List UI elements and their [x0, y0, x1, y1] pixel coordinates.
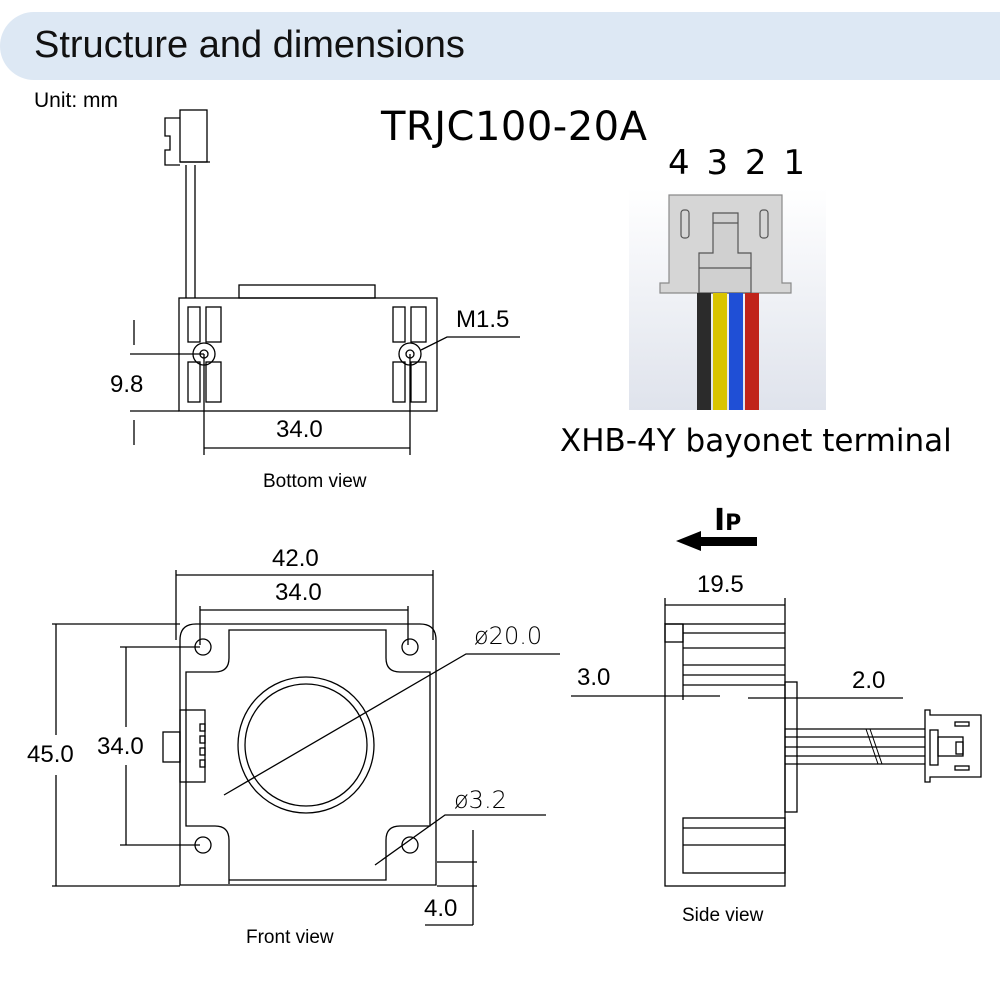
dim-hole-diameter: ø3.2 — [454, 786, 507, 814]
bottom-connector-clip — [164, 117, 180, 166]
section-header-bar — [0, 12, 1000, 80]
connector-slot-left — [680, 209, 690, 239]
front-body-outline — [179, 623, 437, 886]
wire-yellow — [713, 293, 727, 410]
side-view-caption: Side view — [682, 905, 764, 926]
dim-front-hole-spacing-v: 34.0 — [97, 733, 144, 760]
connector-label: XHB-4Y bayonet terminal — [560, 423, 952, 459]
connector-slot-right — [759, 209, 769, 239]
dim-side-depth: 19.5 — [697, 571, 744, 598]
dim-connector-offset: 2.0 — [852, 667, 885, 694]
wire-red — [745, 293, 759, 410]
front-mount-hole — [401, 638, 419, 656]
current-label-main: I — [714, 503, 725, 538]
front-aperture-outer — [237, 676, 375, 814]
dim-bottom-hole-spacing: 34.0 — [276, 416, 323, 443]
unit-label: Unit: mm — [34, 89, 118, 112]
connector-pin-numbers: 4 3 2 1 — [668, 143, 807, 183]
section-title: Structure and dimensions — [34, 24, 465, 66]
current-direction-arrow — [676, 531, 757, 551]
dim-aperture-diameter: ø20.0 — [474, 622, 542, 650]
bottom-view-caption: Bottom view — [263, 471, 367, 492]
front-aperture-inner — [244, 683, 368, 807]
front-inner-plate — [185, 629, 431, 884]
side-view-drawing — [571, 598, 982, 887]
bottom-body-outline — [178, 297, 438, 412]
current-label: IP — [714, 503, 741, 538]
dim-front-hole-spacing-h: 34.0 — [275, 579, 322, 606]
bottom-view-drawing — [130, 109, 520, 455]
wire-black — [697, 293, 711, 410]
front-view-drawing — [52, 570, 560, 926]
dim-hole-offset: 9.8 — [110, 371, 143, 398]
wire-blue — [729, 293, 743, 410]
front-side-connector — [179, 709, 206, 783]
side-connector — [924, 709, 982, 783]
dim-overall-width: 42.0 — [272, 545, 319, 572]
dim-screw-size: M1.5 — [456, 306, 509, 333]
dim-base-offset: 4.0 — [424, 895, 457, 922]
bottom-top-boss — [238, 284, 376, 299]
front-view-caption: Front view — [246, 927, 334, 948]
dim-overall-height: 45.0 — [27, 741, 74, 768]
current-label-sub: P — [725, 511, 741, 536]
dim-flange-thickness: 3.0 — [577, 664, 610, 691]
model-number: TRJC100-20A — [381, 104, 648, 150]
bottom-connector-head — [179, 109, 208, 163]
